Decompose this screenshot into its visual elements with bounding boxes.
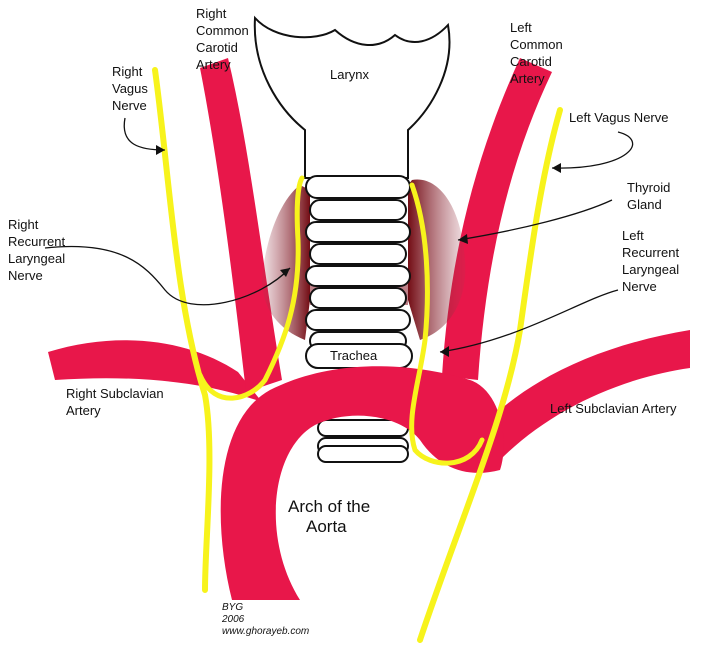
- right-common-carotid-label: Right Common Carotid Artery: [196, 6, 249, 72]
- left-recurrent-label-line: Recurrent: [622, 245, 679, 260]
- credit-line: 2006: [221, 614, 245, 625]
- right-vagus-label-line: Right: [112, 64, 143, 79]
- right-recurrent-label-line: Right: [8, 217, 39, 232]
- larynx-shape: [255, 18, 450, 178]
- right-vagus-nerve: [155, 70, 209, 590]
- right-recurrent-label: Right Recurrent Laryngeal Nerve: [8, 217, 65, 283]
- right-carotid-label-line: Common: [196, 23, 249, 38]
- right-subclavian-label: Right Subclavian Artery: [66, 386, 164, 418]
- credit-line: www.ghorayeb.com: [222, 626, 309, 637]
- right-subclavian-label-line: Artery: [66, 403, 101, 418]
- arch-label-line2: Aorta: [306, 517, 347, 536]
- right-carotid-label-line: Carotid: [196, 40, 238, 55]
- left-recurrent-label-line: Nerve: [622, 279, 657, 294]
- thyroid-label-line: Gland: [627, 197, 662, 212]
- trachea-lower-rings: [318, 420, 408, 462]
- left-recurrent-label-line: Left: [622, 228, 644, 243]
- right-recurrent-label-line: Recurrent: [8, 234, 65, 249]
- thyroid-label: Thyroid Gland: [627, 180, 670, 212]
- right-carotid-label-line: Artery: [196, 57, 231, 72]
- left-carotid-label-line: Common: [510, 37, 563, 52]
- right-vagus-label: Right Vagus Nerve: [112, 64, 148, 113]
- thyroid-label-line: Thyroid: [627, 180, 670, 195]
- left-carotid-label-line: Left: [510, 20, 532, 35]
- right-common-carotid-artery: [200, 58, 282, 392]
- left-carotid-label-line: Artery: [510, 71, 545, 86]
- left-subclavian-label: Left Subclavian Artery: [550, 401, 677, 416]
- arch-label-line1: Arch of the: [288, 497, 370, 516]
- right-recurrent-label-line: Laryngeal: [8, 251, 65, 266]
- right-carotid-label-line: Right: [196, 6, 227, 21]
- left-recurrent-label: Left Recurrent Laryngeal Nerve: [622, 228, 679, 294]
- larynx-label: Larynx: [330, 67, 370, 82]
- left-vagus-label: Left Vagus Nerve: [569, 110, 668, 125]
- right-subclavian-label-line: Right Subclavian: [66, 386, 164, 401]
- trachea-rings: [306, 176, 412, 368]
- right-vagus-label-line: Vagus: [112, 81, 148, 96]
- left-carotid-label-line: Carotid: [510, 54, 552, 69]
- credit: BYG 2006 www.ghorayeb.com: [221, 602, 309, 637]
- right-vagus-label-line: Nerve: [112, 98, 147, 113]
- left-common-carotid-label: Left Common Carotid Artery: [510, 20, 563, 86]
- left-recurrent-label-line: Laryngeal: [622, 262, 679, 277]
- aortic-arch: [221, 366, 504, 600]
- right-recurrent-label-line: Nerve: [8, 268, 43, 283]
- trachea-label: Trachea: [330, 348, 378, 363]
- credit-line: BYG: [222, 602, 243, 613]
